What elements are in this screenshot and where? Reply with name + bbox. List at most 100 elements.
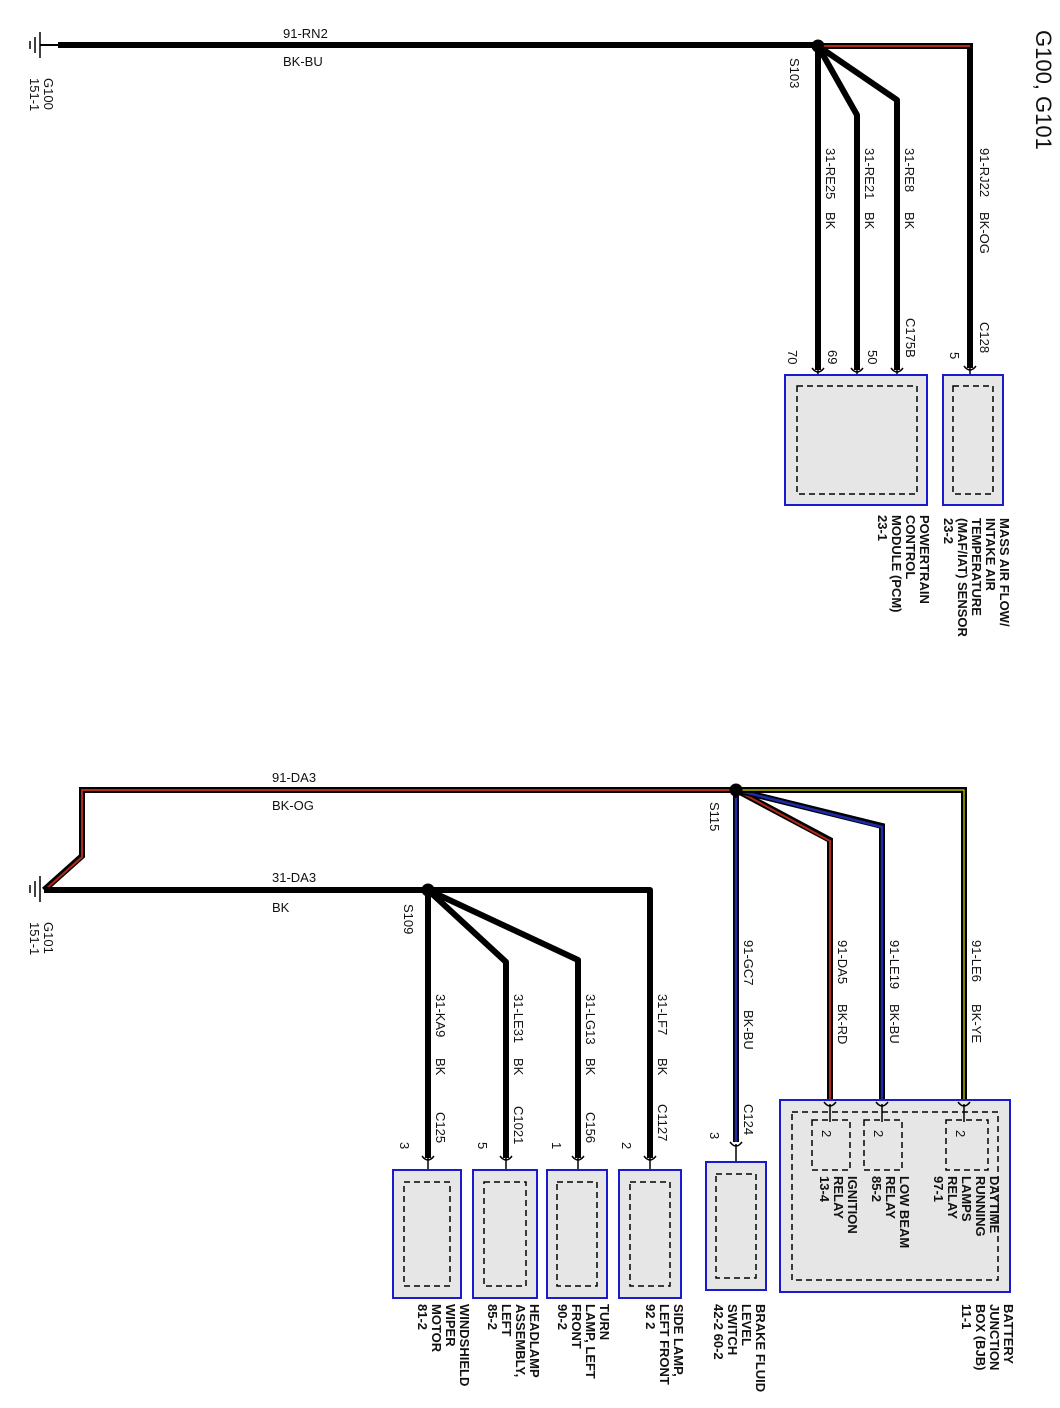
wire-91-da5-circuit: 91-DA5 xyxy=(835,940,850,984)
svg-text:(MAF/IAT) SENSOR: (MAF/IAT) SENSOR xyxy=(955,518,970,638)
pin-c125: 3 xyxy=(397,1142,412,1149)
wire-91-le6-color: BK-YE xyxy=(969,1004,984,1043)
svg-text:MOTOR: MOTOR xyxy=(429,1304,444,1353)
pin-70: 70 xyxy=(785,350,800,364)
pin-50: 50 xyxy=(865,350,880,364)
svg-text:23-1: 23-1 xyxy=(875,515,890,541)
svg-text:11-1: 11-1 xyxy=(959,1304,974,1329)
svg-text:RELAY: RELAY xyxy=(945,1176,960,1219)
turn-lamp-label: TURN LAMP, LEFT FRONT 90-2 xyxy=(555,1304,612,1379)
pin-ignition-relay: 2 xyxy=(819,1130,834,1137)
wire-31-re21-color: BK xyxy=(862,212,877,230)
wire-31-re25-color: BK xyxy=(823,212,838,230)
wire-31-lg13 xyxy=(426,887,581,1158)
svg-text:LEFT FRONT: LEFT FRONT xyxy=(657,1304,672,1385)
svg-text:MODULE (PCM): MODULE (PCM) xyxy=(889,515,904,613)
maf-label: MASS AIR FLOW/ INTAKE AIR TEMPERATURE (M… xyxy=(941,518,1012,638)
wire-31-lf7 xyxy=(428,887,653,1158)
headlamp-assembly-label: HEADLAMP ASSEMBLY, LEFT 85-2 xyxy=(485,1304,542,1378)
wire-91-rn2-circuit: 91-RN2 xyxy=(283,26,328,41)
svg-text:JUNCTION: JUNCTION xyxy=(987,1304,1002,1370)
svg-text:SIDE LAMP,: SIDE LAMP, xyxy=(671,1304,686,1377)
ground-g101-ref: 151-1 xyxy=(27,922,42,955)
svg-text:HEADLAMP: HEADLAMP xyxy=(527,1304,542,1378)
splice-s103-label: S103 xyxy=(787,58,802,88)
svg-text:BATTERY: BATTERY xyxy=(1001,1304,1016,1364)
side-lamp-label: SIDE LAMP, LEFT FRONT 92 2 xyxy=(643,1304,686,1385)
low-beam-relay-box xyxy=(863,1119,903,1171)
side-lamp-left-front xyxy=(618,1169,682,1299)
splice-s109 xyxy=(421,883,435,897)
svg-text:85-2: 85-2 xyxy=(485,1304,500,1330)
brake-fluid-level-switch xyxy=(705,1161,767,1291)
svg-text:POWERTRAIN: POWERTRAIN xyxy=(917,515,932,604)
connector-c1021: C1021 xyxy=(511,1106,526,1144)
splice-s115 xyxy=(729,783,743,797)
svg-text:CONTROL: CONTROL xyxy=(903,515,918,579)
wire-31-da3-color: BK xyxy=(272,900,290,915)
svg-text:81-2: 81-2 xyxy=(415,1304,430,1330)
wire-31-da3-circuit: 31-DA3 xyxy=(272,870,316,885)
wire-91-gc7-color: BK-BU xyxy=(741,1010,756,1050)
wire-91-rn2-color: BK-BU xyxy=(283,54,323,69)
svg-text:WIPER: WIPER xyxy=(443,1304,458,1347)
maf-dashed-outline xyxy=(952,385,994,495)
svg-text:WINDSHIELD: WINDSHIELD xyxy=(457,1304,472,1386)
svg-text:DAYTIME: DAYTIME xyxy=(987,1176,1002,1234)
wire-31-le31-color: BK xyxy=(511,1058,526,1076)
wire-91-le19-circuit: 91-LE19 xyxy=(887,940,902,989)
wire-91-da3 xyxy=(41,787,736,893)
ignition-relay-label: IGNITION RELAY 13-4 xyxy=(817,1176,860,1234)
svg-text:SWITCH: SWITCH xyxy=(725,1304,740,1355)
svg-text:RUNNING: RUNNING xyxy=(973,1176,988,1237)
splice-s109-label: S109 xyxy=(401,904,416,934)
pin-69: 69 xyxy=(825,350,840,364)
wire-31-re21 xyxy=(815,44,860,370)
drl-relay-box xyxy=(945,1119,989,1171)
svg-text:85-2: 85-2 xyxy=(869,1176,884,1202)
svg-text:BRAKE FLUID: BRAKE FLUID xyxy=(753,1304,768,1392)
wire-91-gc7-circuit: 91-GC7 xyxy=(741,940,756,986)
pin-low-beam-relay: 2 xyxy=(871,1130,886,1137)
wire-31-lf7-color: BK xyxy=(655,1058,670,1076)
wire-91-da3-color: BK-OG xyxy=(272,798,314,813)
svg-text:MASS AIR FLOW/: MASS AIR FLOW/ xyxy=(997,518,1012,627)
ignition-relay-box xyxy=(811,1119,851,1171)
svg-text:LAMP, LEFT: LAMP, LEFT xyxy=(583,1304,598,1379)
wire-31-re21-circuit: 31-RE21 xyxy=(862,148,877,199)
svg-text:IGNITION: IGNITION xyxy=(845,1176,860,1234)
svg-text:90-2: 90-2 xyxy=(555,1304,570,1330)
pcm-component-box xyxy=(784,374,928,506)
maf-component-box xyxy=(942,374,1004,506)
wire-91-le19 xyxy=(735,787,885,1104)
wire-31-re8-circuit: 31-RE8 xyxy=(902,148,917,192)
connector-c128: C128 xyxy=(977,322,992,353)
pcm-label: POWERTRAIN CONTROL MODULE (PCM) 23-1 xyxy=(875,515,932,613)
svg-text:LAMPS: LAMPS xyxy=(959,1176,974,1222)
svg-text:42-2 60-2: 42-2 60-2 xyxy=(711,1304,726,1360)
svg-text:LEVEL: LEVEL xyxy=(739,1304,754,1346)
pin-c1127: 2 xyxy=(619,1142,634,1149)
wire-91-rj22 xyxy=(818,43,973,368)
drl-relay-label: DAYTIME RUNNING LAMPS RELAY 97-1 xyxy=(931,1176,1002,1237)
ground-symbol-g101 xyxy=(29,876,41,902)
svg-text:RELAY: RELAY xyxy=(831,1176,846,1219)
connector-c125: C125 xyxy=(433,1112,448,1143)
wire-31-re25-circuit: 31-RE25 xyxy=(823,148,838,199)
svg-text:INTAKE AIR: INTAKE AIR xyxy=(983,518,998,592)
svg-text:97-1: 97-1 xyxy=(931,1176,946,1202)
svg-text:LEFT: LEFT xyxy=(499,1304,514,1337)
wire-31-lg13-circuit: 31-LG13 xyxy=(583,994,598,1045)
svg-text:23-2: 23-2 xyxy=(941,518,956,544)
splice-s115-label: S115 xyxy=(707,802,722,831)
wire-31-ka9-color: BK xyxy=(433,1058,448,1076)
wire-31-ka9-circuit: 31-KA9 xyxy=(433,994,448,1037)
low-beam-relay-label: LOW BEAM RELAY 85-2 xyxy=(869,1176,912,1248)
svg-text:ASSEMBLY,: ASSEMBLY, xyxy=(513,1304,528,1377)
wire-91-le6 xyxy=(736,787,967,1104)
pin-5: 5 xyxy=(947,352,962,359)
svg-text:TURN: TURN xyxy=(597,1304,612,1340)
wire-31-le31-circuit: 31-LE31 xyxy=(511,994,526,1043)
wire-91-da3-circuit: 91-DA3 xyxy=(272,770,316,785)
connector-c175b: C175B xyxy=(903,318,918,358)
